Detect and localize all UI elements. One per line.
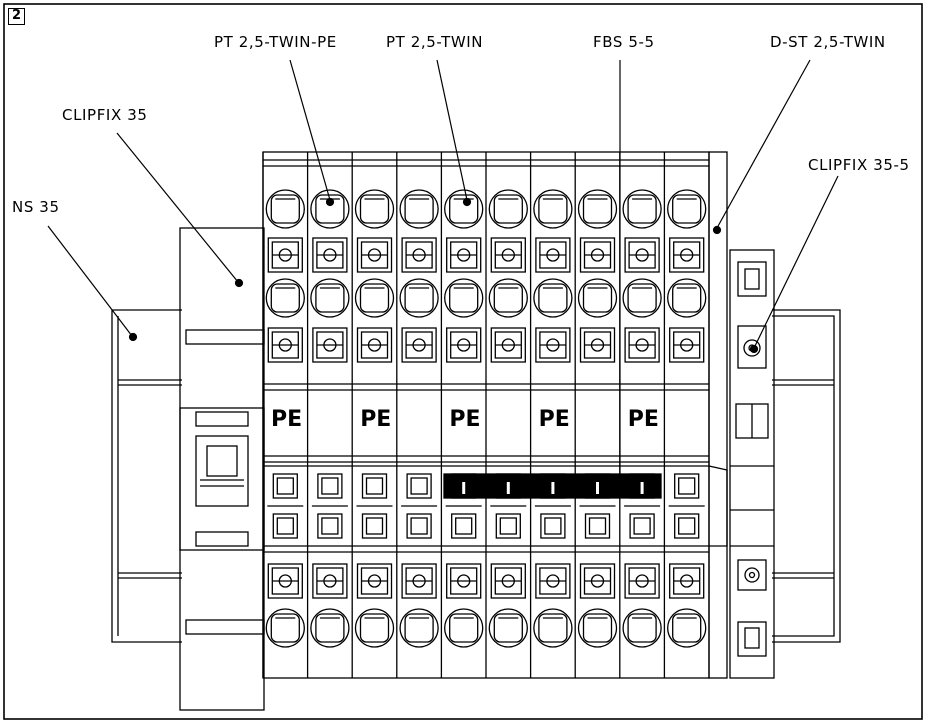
label-clipfix-35-5: CLIPFIX 35-5 bbox=[808, 156, 910, 174]
label-d-st-2-5-twin: D-ST 2,5-TWIN bbox=[770, 33, 886, 51]
pe-marking: PE bbox=[627, 407, 659, 432]
terminal-blocks bbox=[262, 151, 710, 679]
label-pt-2-5-twin: PT 2,5-TWIN bbox=[386, 33, 484, 51]
din-rail-ns35 bbox=[111, 309, 841, 643]
leader-lines bbox=[47, 59, 839, 493]
label-fbs-5-5: FBS 5-5 bbox=[593, 33, 655, 51]
label-pt-2-5-twin-pe: PT 2,5-TWIN-PE bbox=[214, 33, 337, 51]
pe-marking: PE bbox=[360, 407, 392, 432]
pe-marking: PE bbox=[538, 407, 570, 432]
clipfix35-5-end-bracket bbox=[729, 249, 775, 679]
label-clipfix-35: CLIPFIX 35 bbox=[62, 106, 148, 124]
pe-marking: PE bbox=[449, 407, 481, 432]
figure-number-box: 2 bbox=[8, 8, 25, 25]
label-ns-35: NS 35 bbox=[12, 198, 60, 216]
pe-marking: PE bbox=[271, 407, 303, 432]
drawing-border bbox=[3, 3, 923, 720]
clipfix35-end-bracket bbox=[179, 227, 265, 711]
dst-end-cover bbox=[708, 151, 728, 679]
